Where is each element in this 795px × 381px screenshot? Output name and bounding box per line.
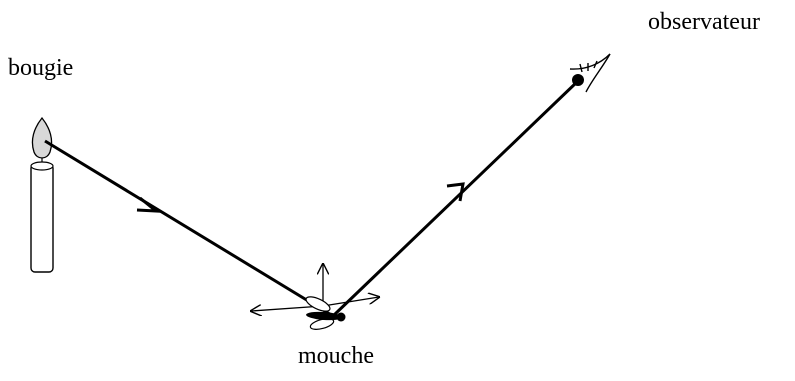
eye-lid-top bbox=[569, 53, 611, 70]
fly-head bbox=[336, 312, 346, 322]
scattered-ray bbox=[331, 79, 580, 318]
candle-label: bougie bbox=[8, 55, 74, 81]
fly-body bbox=[306, 311, 342, 321]
scatter-arrows bbox=[251, 264, 379, 311]
eye-lid-bottom bbox=[585, 53, 611, 93]
eye-icon bbox=[569, 53, 611, 93]
incident-ray bbox=[44, 139, 334, 318]
eye-pupil bbox=[572, 74, 584, 86]
candle-flame bbox=[31, 116, 53, 159]
incident-ray-arrow bbox=[136, 196, 161, 213]
candle-icon bbox=[30, 116, 54, 273]
scattered-ray-arrow bbox=[446, 182, 465, 202]
candle-body bbox=[30, 163, 54, 273]
fly-icon bbox=[305, 296, 346, 330]
observer-label: observateur bbox=[648, 9, 760, 35]
eye-lashes bbox=[579, 60, 598, 73]
fly-label: mouche bbox=[298, 343, 374, 369]
fly-wing-top bbox=[305, 296, 331, 312]
